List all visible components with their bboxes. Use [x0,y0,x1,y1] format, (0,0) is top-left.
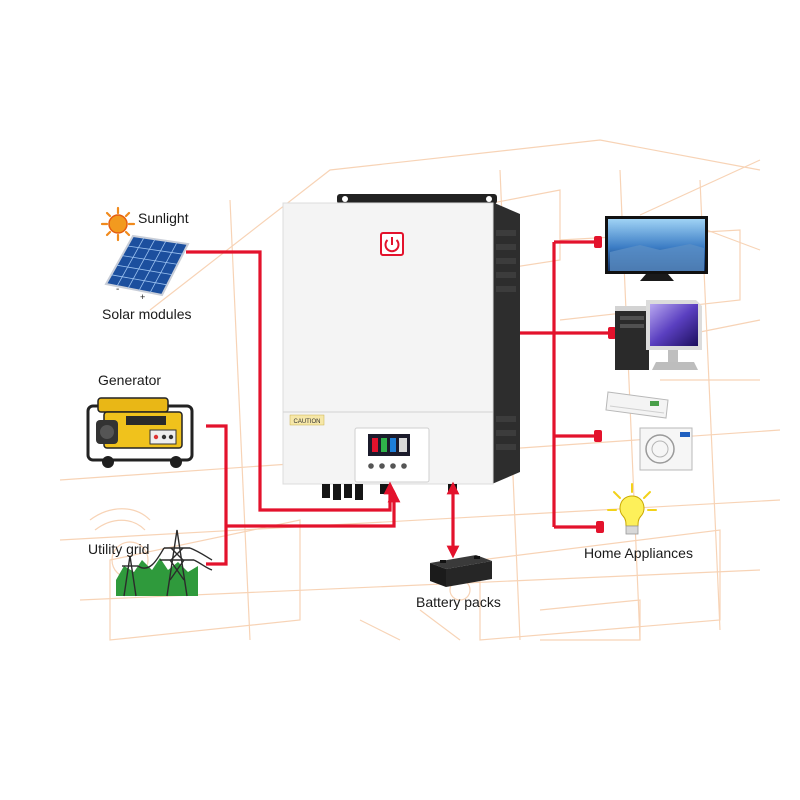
grid-wire [226,489,401,528]
power-icon [380,232,404,256]
light-bulb-icon [607,483,657,535]
control-panel [354,427,430,483]
desktop-computer-icon [615,300,702,370]
panel-button[interactable] [401,463,407,469]
generator-wire [206,424,228,566]
caution-sticker [289,414,325,426]
plug-icon [596,521,604,533]
solar-wire [186,250,397,512]
label-utility-grid: Utility grid [88,541,150,557]
label-generator: Generator [98,372,162,388]
label-sunlight: Sunlight [138,210,189,226]
battery-pack-icon [430,555,492,587]
panel-button[interactable] [379,463,385,469]
panel-minus-sign: - [116,284,119,295]
generator-icon [86,397,194,468]
panel-button[interactable] [368,463,374,469]
utility-grid-icon [116,529,213,597]
tv-icon [605,216,708,281]
solar-panel: - + [104,234,190,302]
label-home-appliances: Home Appliances [584,545,693,561]
wiring [186,240,612,566]
plug-icon [594,236,602,248]
plug-icon [608,327,616,339]
plug-icons [594,236,616,533]
air-conditioner-icon [605,391,693,471]
inverter-unit: CAUTION [282,194,520,500]
caution-label: CAUTION [294,419,321,425]
label-battery-packs: Battery packs [416,594,501,610]
sun-icon [100,206,136,242]
label-solar-modules: Solar modules [102,306,192,322]
panel-plus-sign: + [140,292,145,302]
inverter-mount-bracket [337,194,497,204]
panel-button[interactable] [390,463,396,469]
plug-icon [594,430,602,442]
